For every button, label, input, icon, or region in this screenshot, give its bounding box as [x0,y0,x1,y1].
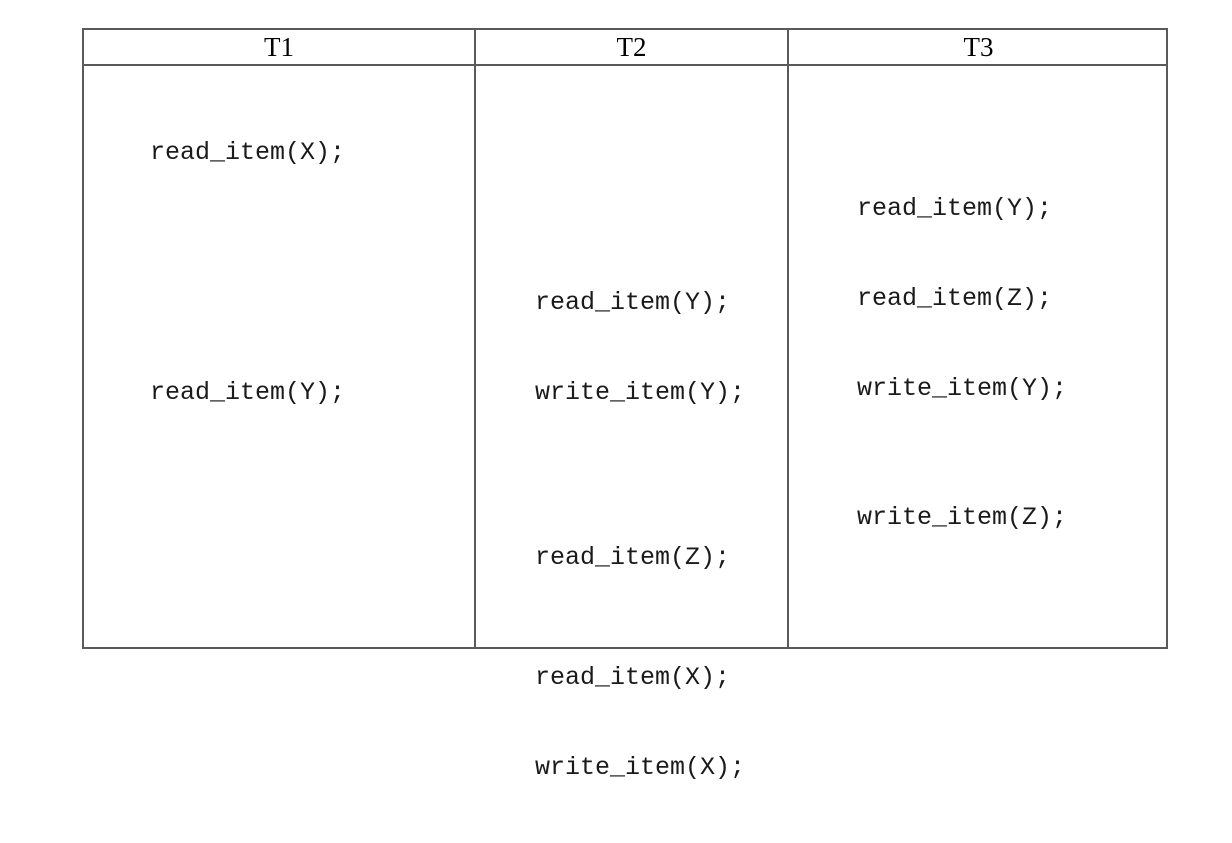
table-header-row: T1 T2 T3 [84,30,1166,66]
operation-line: read_item(Y); [535,288,731,317]
column-divider-t1-t2 [474,30,476,649]
column-body-t2: read_item(Y); write_item(Y); read_item(Z… [476,66,787,782]
operation-line: read_item(X); [535,663,731,692]
t3-operation-block-2: write_item(Z); [857,443,1067,593]
operation-line: read_item(Z); [535,543,731,572]
t2-operation-block-2: read_item(Z); [535,483,730,633]
t3-operation-block-1: read_item(Y); read_item(Z); write_item(Y… [857,134,1067,464]
operation-line: write_item(X); [535,753,746,782]
t2-operation-block-1: read_item(Y); write_item(Y); [535,228,745,468]
operation-line: read_item(Z); [857,284,1053,313]
operation-line: write_item(Z); [857,503,1068,532]
t1-operation-block-2: read_item(Y); [150,318,345,468]
column-body-t1: read_item(X); read_item(Y); [84,66,474,649]
t2-operation-block-3: read_item(X); write_item(X); [535,603,745,843]
t1-operation-block-1: read_item(X); [150,78,345,228]
column-header-t1: T1 [264,32,294,62]
transaction-schedule-table: T1 T2 T3 read_item(X); read_item(Y); rea… [82,28,1168,782]
operation-line: write_item(Y); [857,374,1068,403]
operation-line: read_item(Y); [150,378,346,407]
column-header-t2: T2 [616,32,647,62]
column-header-t3: T3 [963,32,994,62]
operation-line: write_item(Y); [535,378,746,407]
schedule-body: read_item(X); read_item(Y); read_item(Y)… [84,66,1168,782]
column-divider-t2-t3 [787,30,789,649]
operation-line: read_item(Y); [857,194,1053,223]
column-body-t3: read_item(Y); read_item(Z); write_item(Y… [789,66,1168,649]
operation-line: read_item(X); [150,138,346,167]
